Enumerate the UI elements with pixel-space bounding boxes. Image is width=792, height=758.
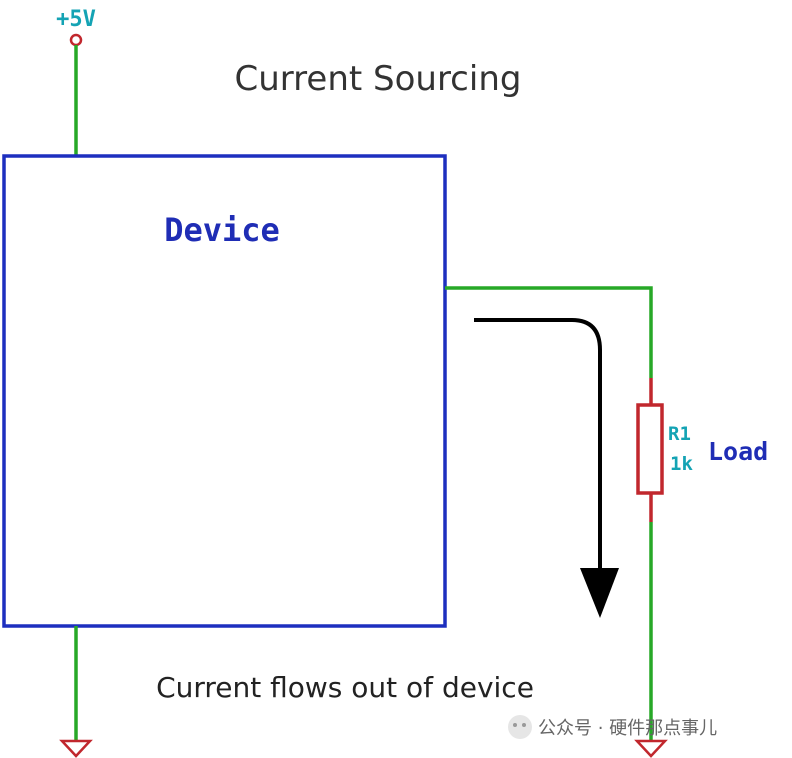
current-flow-arrow	[474, 318, 602, 572]
resistor-value: 1k	[670, 453, 693, 475]
resistor-body	[636, 403, 664, 495]
load-ground-symbol	[634, 739, 668, 758]
device-ground-symbol	[59, 739, 93, 758]
supply-label: +5V	[56, 7, 96, 32]
device-label: Device	[164, 211, 280, 249]
wechat-icon-eye-right	[522, 723, 526, 727]
diagram-caption: Current flows out of device	[156, 671, 534, 704]
current-flow-arrowhead	[580, 568, 619, 618]
watermark-text: 公众号 · 硬件那点事儿	[538, 718, 717, 739]
supply-terminal	[69, 33, 83, 47]
diagram-title: Current Sourcing	[235, 59, 522, 99]
resistor-ref: R1	[668, 423, 691, 445]
load-label: Load	[708, 437, 768, 466]
wechat-icon	[508, 715, 532, 739]
wechat-icon-eye-left	[513, 723, 517, 727]
device-box	[2, 154, 447, 628]
output-wire	[445, 286, 653, 378]
